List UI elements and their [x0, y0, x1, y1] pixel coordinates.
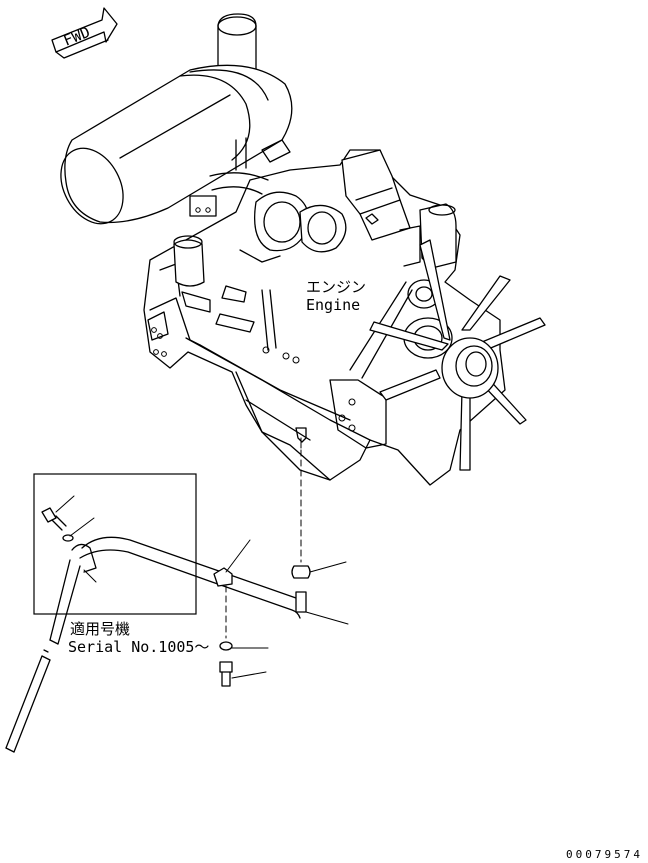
engine-block: [143, 149, 506, 486]
forward-arrow-icon: FWD: [51, 7, 118, 59]
cooling-fan: [369, 239, 546, 471]
inset-label-ja: 適用号機: [70, 620, 130, 638]
drain-hose: [5, 536, 349, 753]
drawing-number: 00079574: [566, 848, 643, 861]
inset-label-serial: Serial No.1005〜: [68, 638, 209, 656]
engine-label-ja: エンジン: [306, 278, 366, 296]
inset-box: [33, 473, 197, 615]
engine-label-en: Engine: [306, 296, 360, 314]
inset-parts: [41, 495, 97, 583]
air-cleaner: [60, 13, 293, 225]
